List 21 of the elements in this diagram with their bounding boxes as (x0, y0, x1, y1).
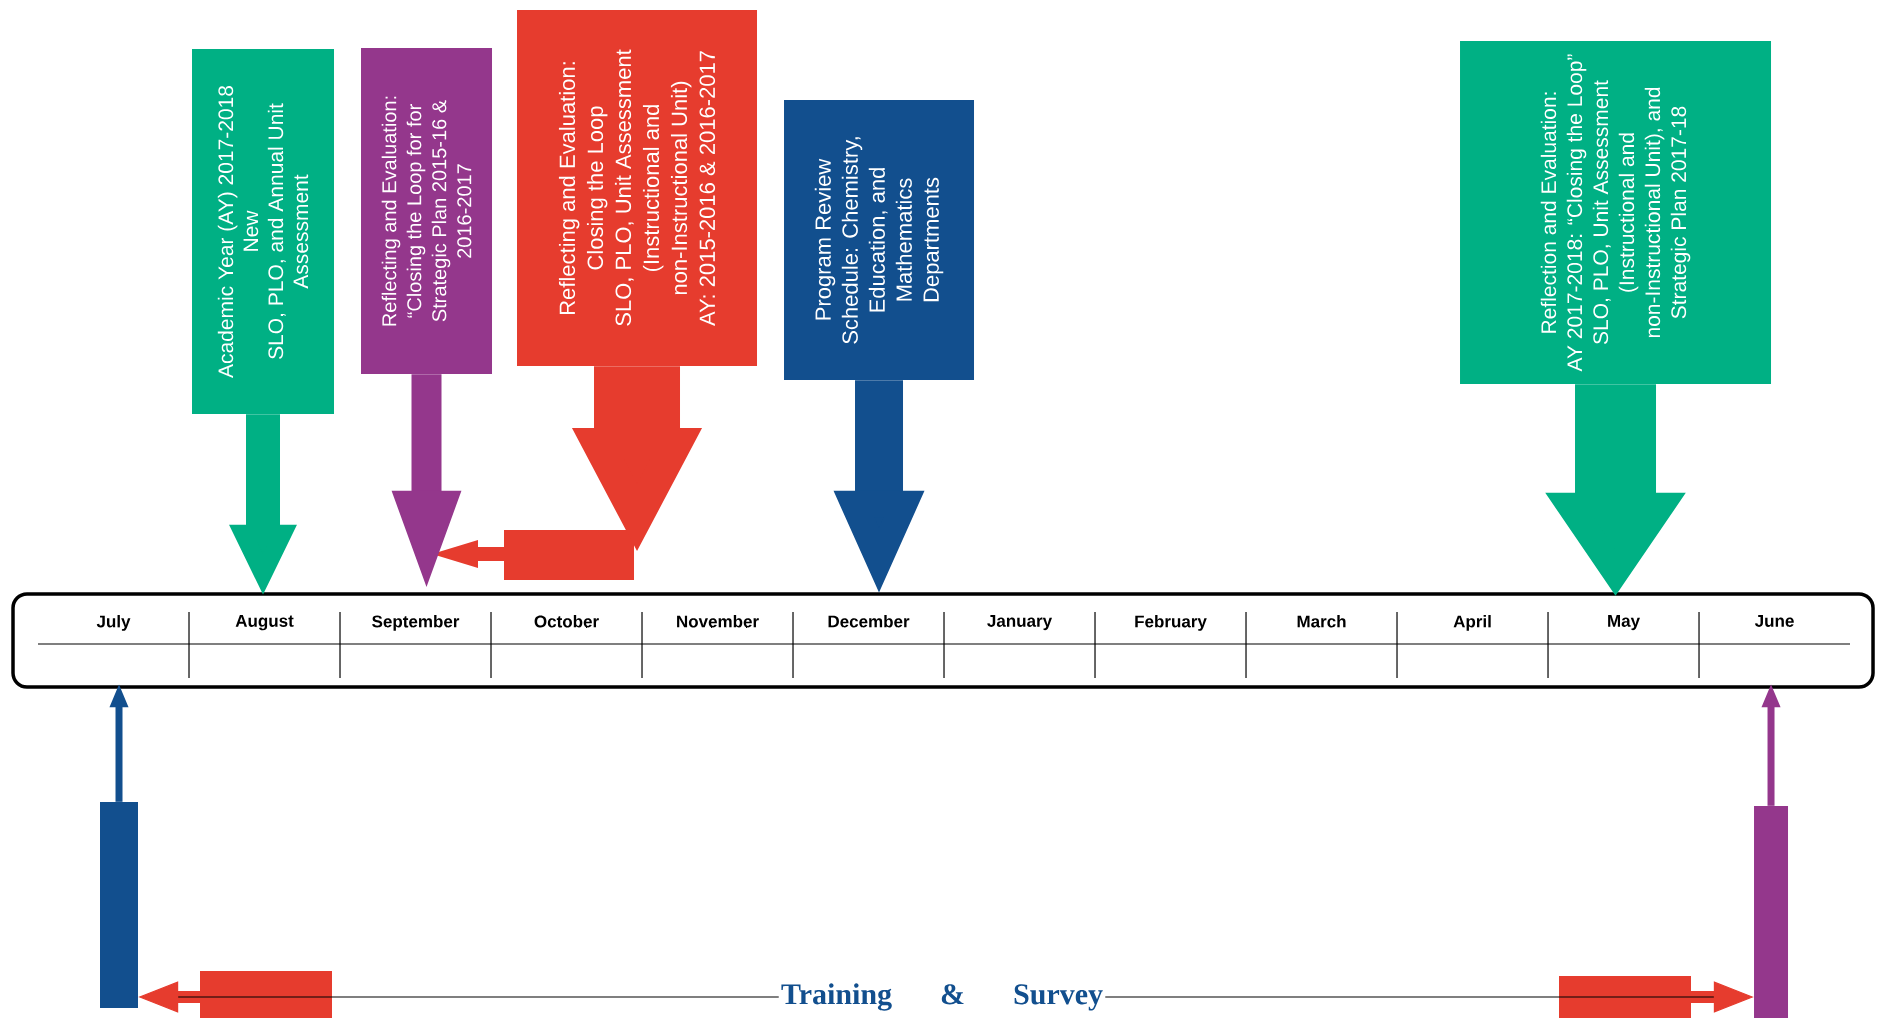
callout-box: Program Review Schedule: Chemistry, Education, and Mathematics Departments (784, 100, 974, 380)
month-cell: March (1297, 615, 1346, 628)
bar (1754, 806, 1788, 1018)
bar (100, 802, 138, 1008)
callout-box: Reflecting and Evaluation: “Closing the Loop for for Strategic Plan 2015-16 & 2016-2017 (361, 48, 492, 374)
month-cell: January (987, 615, 1052, 631)
month-cell: December (828, 615, 910, 628)
month-cell: September (372, 615, 460, 631)
timeline-band (11, 592, 1875, 689)
callout-box: Academic Year (AY) 2017-2018 New SLO, PLO, and Annual Unit Assessment (192, 49, 334, 414)
callout-box: Reflecting and Evaluation: Closing the Loop SLO, PLO, Unit Assessment (Instructional and non-Instructional Unit) AY: 2015-2016 & 2016-2017 (517, 10, 757, 366)
month-cell: July (96, 615, 131, 631)
month-cell: August (235, 615, 294, 631)
month-cell: February (1135, 615, 1207, 631)
month-cell: November (677, 615, 759, 628)
month-cell: October (534, 615, 599, 628)
month-cell: April (1453, 615, 1491, 631)
month-cell: May (1608, 615, 1640, 631)
callout-box: Reflection and Evaluation: AY 2017-2018: “Closing the Loop” SLO, PLO, Unit Assessment (Instructional and non-Instructional Unit), and Strategic Plan 2017-18 (1460, 41, 1771, 384)
timeline-caption: Training & Survey (781, 983, 1103, 1011)
month-cell: June (1754, 615, 1794, 627)
